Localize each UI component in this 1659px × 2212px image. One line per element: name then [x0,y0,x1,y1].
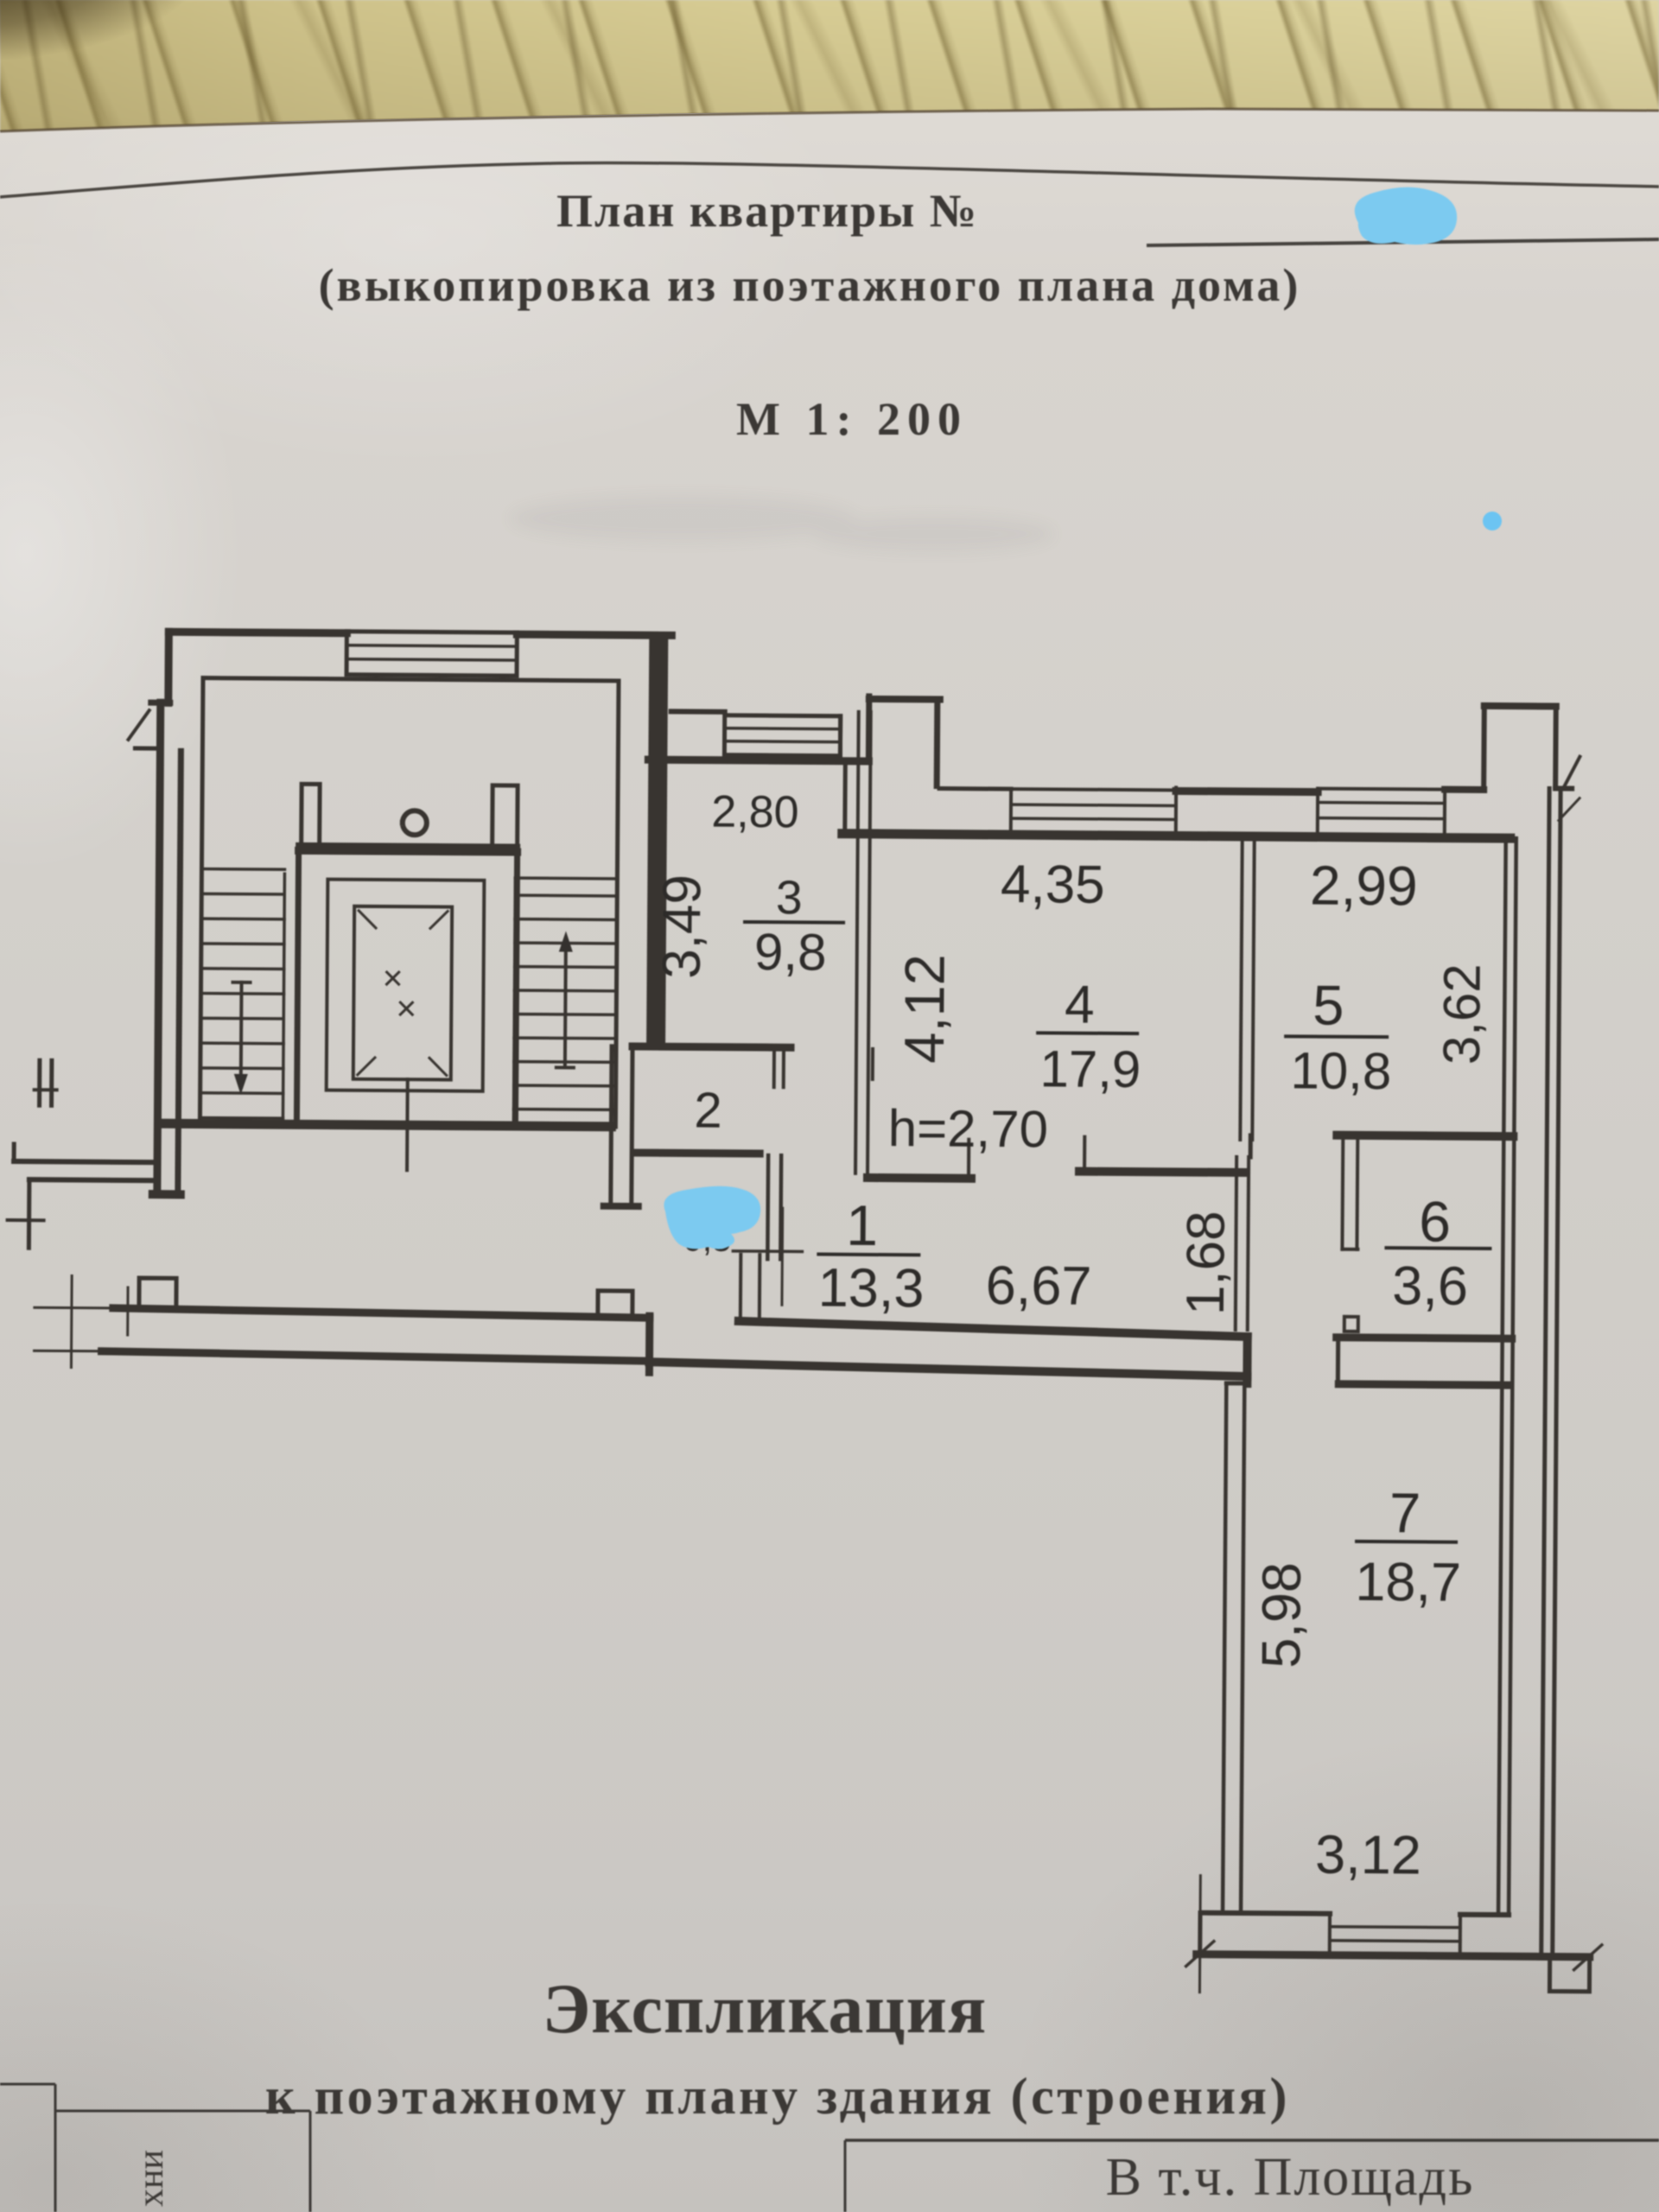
svg-text:М 1: 200: М 1: 200 [736,393,968,445]
svg-text:17,9: 17,9 [1039,1039,1141,1098]
svg-text:9,8: 9,8 [754,923,827,982]
svg-text:10,8: 10,8 [1290,1041,1391,1100]
svg-text:4,35: 4,35 [1001,855,1105,915]
svg-text:3: 3 [776,870,803,924]
svg-text:3,6: 3,6 [1392,1255,1468,1317]
svg-text:3,12: 3,12 [1315,1825,1421,1886]
svg-text:3,49: 3,49 [652,874,713,979]
svg-text:1,68: 1,68 [1176,1211,1236,1315]
svg-text:2,99: 2,99 [1310,855,1418,918]
svg-text:2: 2 [694,1083,722,1139]
svg-text:В т.ч. Площадь: В т.ч. Площадь [1106,2148,1475,2207]
svg-text:к поэтажному плану здания (стр: к поэтажному плану здания (строения) [265,2068,1290,2125]
svg-text:5,98: 5,98 [1251,1562,1313,1669]
svg-text:7: 7 [1389,1481,1421,1544]
svg-text:4,12: 4,12 [893,954,957,1064]
svg-text:3,62: 3,62 [1433,963,1491,1065]
svg-text:6,67: 6,67 [986,1255,1092,1317]
svg-text:13,3: 13,3 [818,1258,925,1319]
svg-text:5: 5 [1313,974,1344,1037]
svg-text:h=2,70: h=2,70 [888,1099,1049,1158]
svg-text:1: 1 [846,1193,878,1257]
svg-text:План квартиры №: План квартиры № [556,185,978,237]
svg-text:хни: хни [131,2150,171,2207]
svg-text:6: 6 [1419,1189,1451,1253]
svg-text:2,80: 2,80 [711,787,799,838]
svg-text:4: 4 [1065,976,1095,1035]
svg-text:18,7: 18,7 [1355,1552,1461,1613]
svg-text:Экспликация: Экспликация [543,1969,988,2048]
svg-text:(выкопировка из поэтажного пла: (выкопировка из поэтажного плана дома) [319,259,1301,311]
